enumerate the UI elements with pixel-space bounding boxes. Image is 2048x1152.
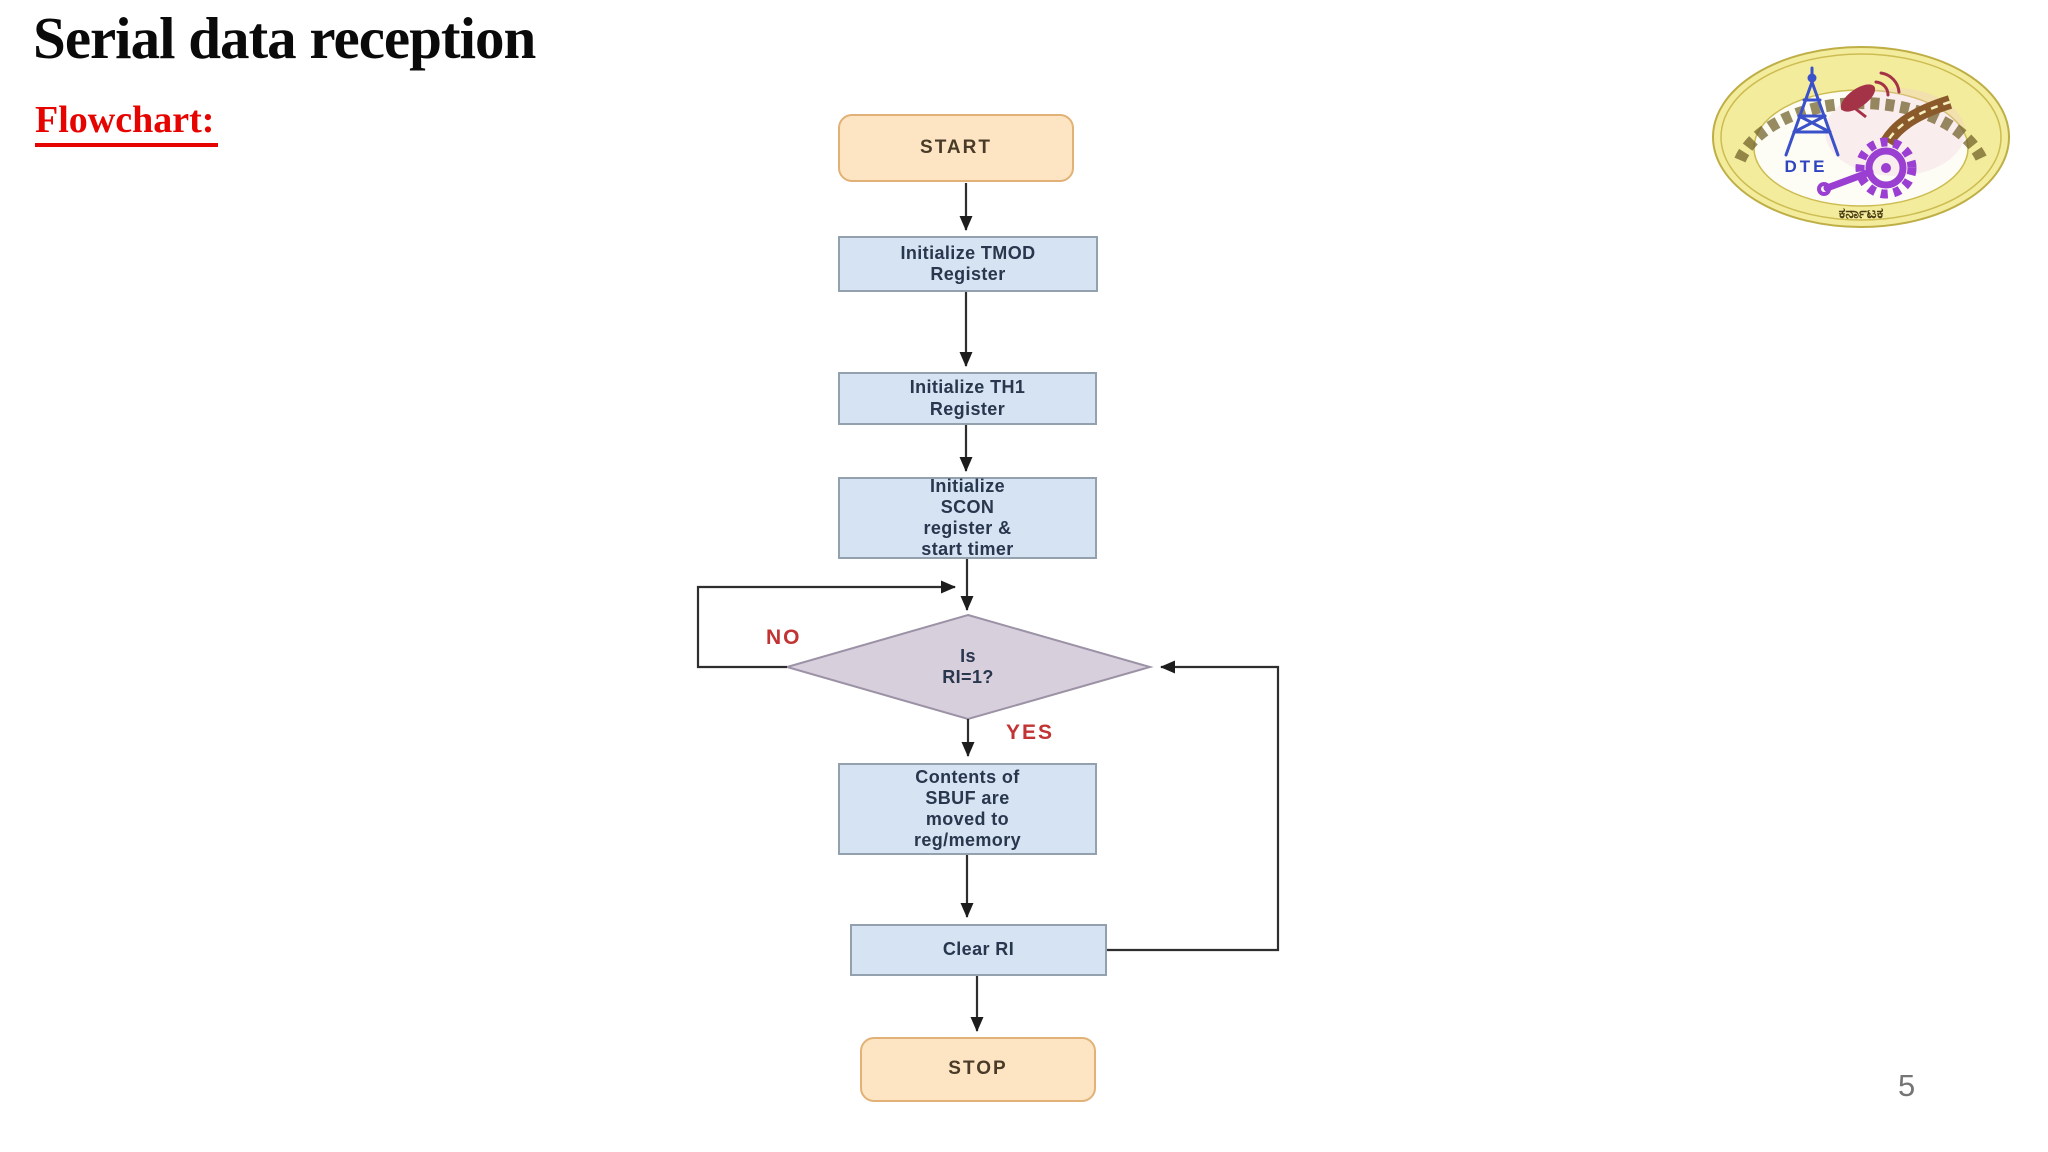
page-title: Serial data reception [33, 5, 536, 71]
logo-ring-inner-border [1720, 53, 2002, 221]
flowchart-node-stop: STOP [860, 1037, 1096, 1102]
flowchart-node-start: START [838, 114, 1074, 182]
branch-label-yes: YES [1006, 721, 1055, 744]
flowchart-node-move-sbuf: Contents of SBUF are moved to reg/memory [838, 763, 1097, 855]
satellite-dish-icon [1840, 71, 1901, 119]
flowchart-node-init-tmod: Initialize TMOD Register [838, 236, 1098, 292]
institution-logo: DTE ಕರ್ನಾಟಕ [1712, 46, 2010, 228]
branch-label-no: NO [766, 626, 802, 649]
flowchart-section-label: Flowchart: [35, 98, 219, 147]
flowchart-node-init-th1: Initialize TH1 Register [838, 372, 1097, 425]
connector-no-loop [696, 580, 956, 669]
logo-dte-text: DTE [1785, 157, 1828, 176]
flowchart-node-decision-label: Is RI=1? [942, 645, 994, 687]
road-icon [1881, 95, 1953, 146]
flowchart-node-clear-ri: Clear RI [850, 924, 1107, 976]
gear-wrench-icon [1817, 137, 1917, 199]
page-number: 5 [1898, 1068, 1916, 1103]
transmission-tower-icon [1784, 66, 1840, 157]
logo-karnataka-text: ಕರ್ನಾಟಕ [1839, 205, 1884, 222]
flowchart-node-init-scon: Initialize SCON register & start timer [838, 476, 1097, 559]
connector-clearri-decision-loop [1107, 660, 1280, 952]
